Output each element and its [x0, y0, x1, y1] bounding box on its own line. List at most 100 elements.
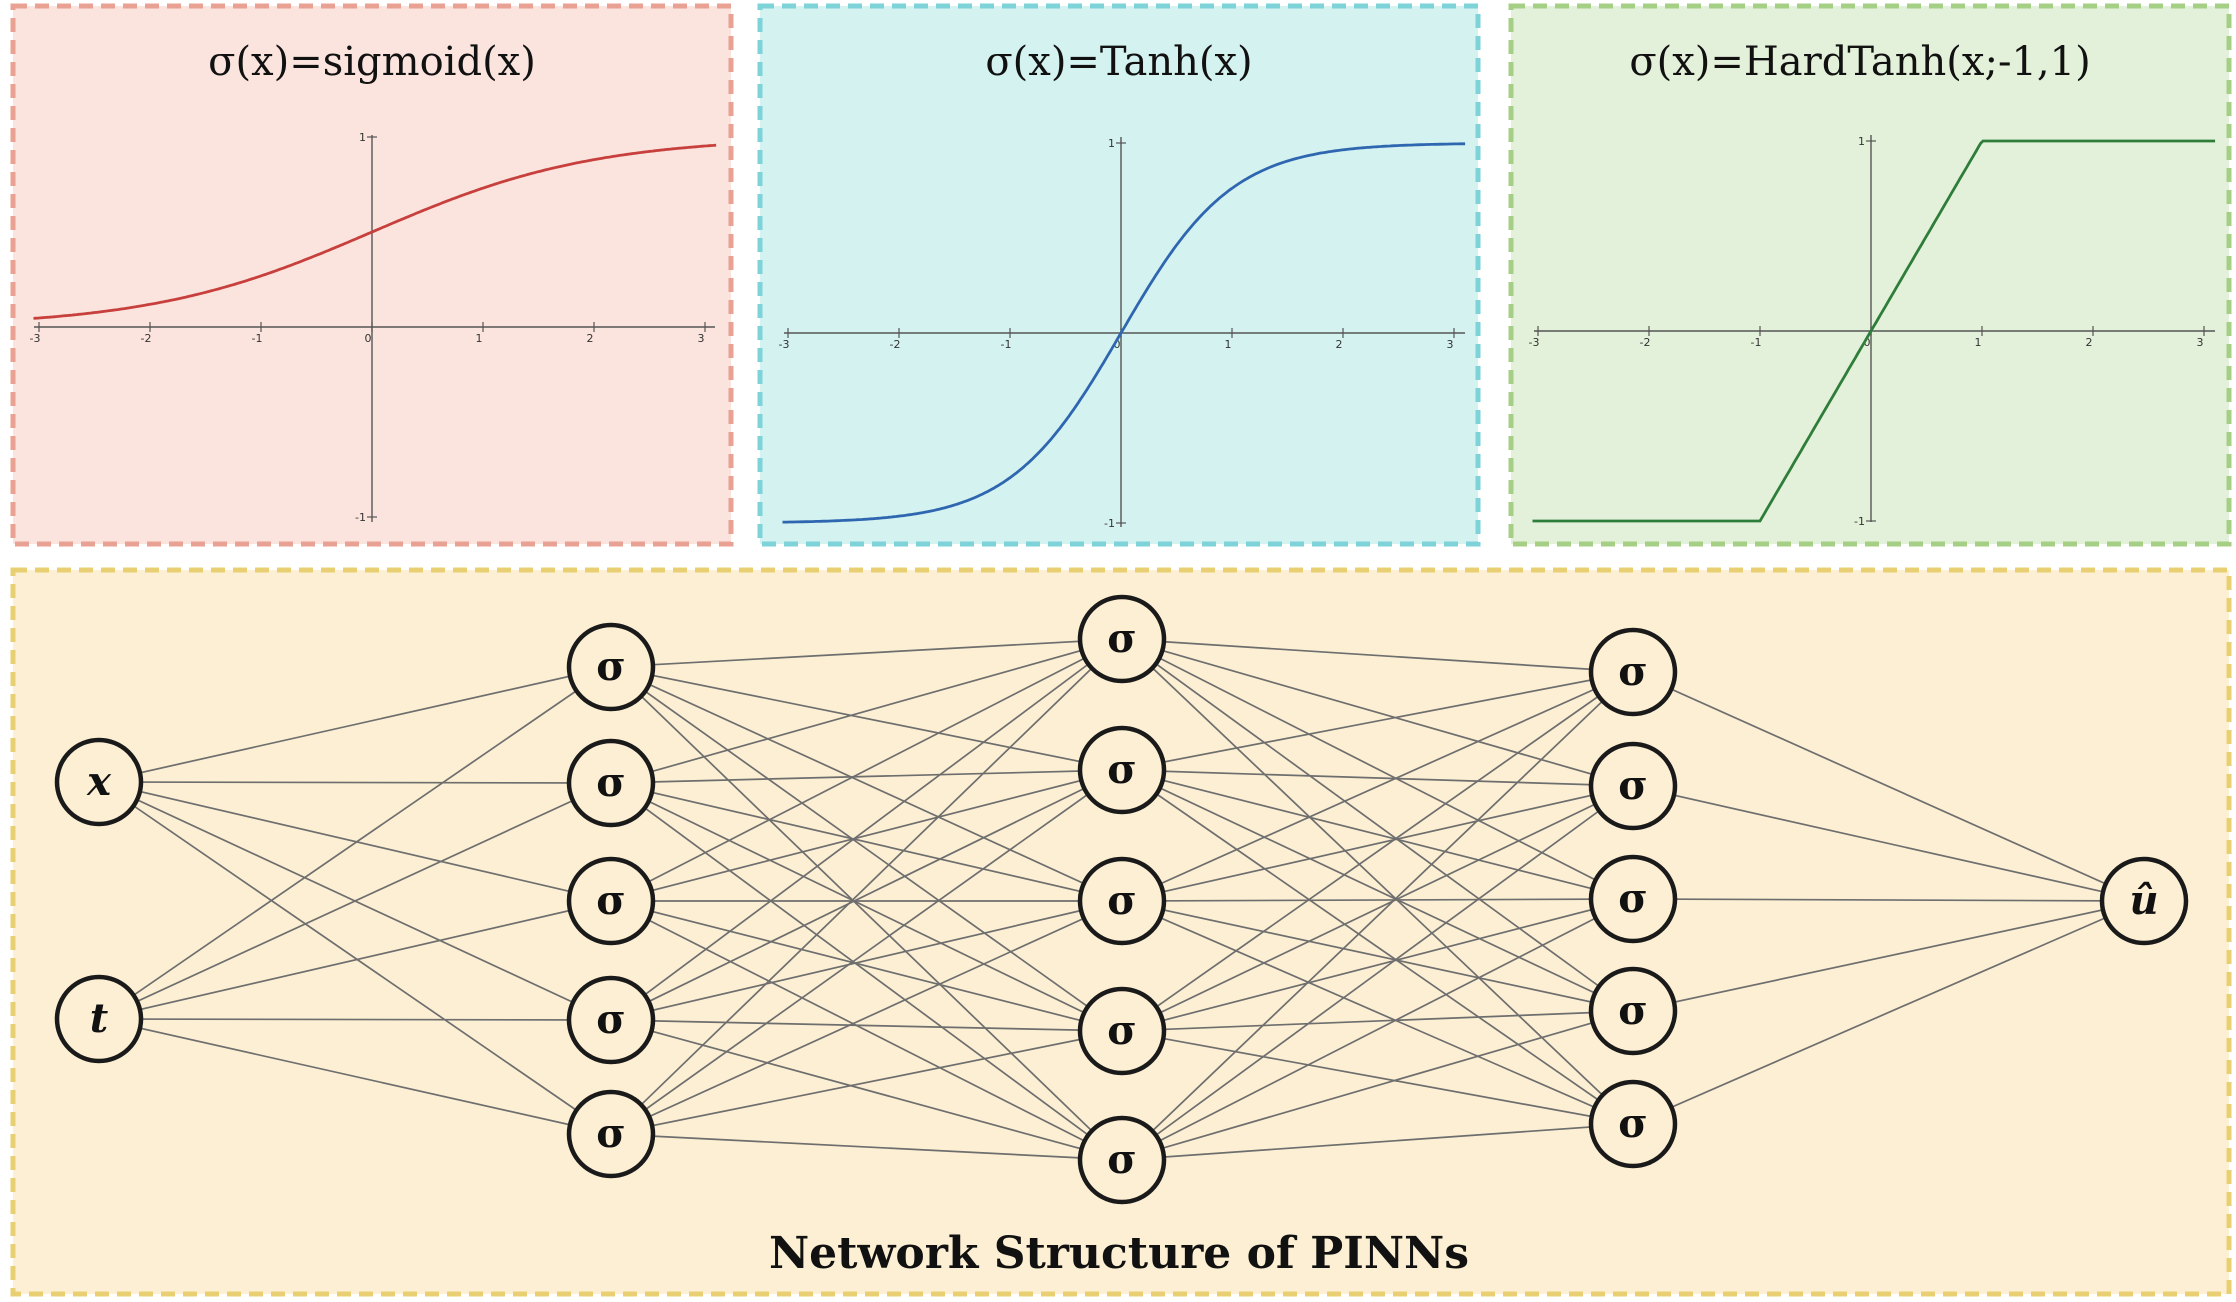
network-edge — [610, 900, 1123, 1135]
x-tick-label: -2 — [1640, 336, 1651, 349]
node-label: σ — [1107, 877, 1137, 924]
x-tick-label: 2 — [587, 332, 594, 345]
network-edge — [610, 666, 1123, 902]
node-label: σ — [1618, 875, 1648, 922]
network-edge — [98, 781, 612, 784]
network-edge — [1121, 671, 1634, 771]
node-circle — [566, 1089, 656, 1179]
y-tick-label-bottom: -1 — [1854, 515, 1865, 528]
node-circle — [1588, 966, 1678, 1056]
x-tick-label: -1 — [252, 332, 263, 345]
x-tick-label: 3 — [2197, 336, 2204, 349]
hidden-node: σ — [566, 856, 656, 946]
node-circle — [1588, 1079, 1678, 1169]
hidden-node: σ — [1077, 725, 1167, 815]
network-edge — [1121, 638, 1634, 1125]
network-edge — [1121, 898, 1634, 902]
network-edge — [610, 782, 1123, 902]
network-edge — [610, 900, 1123, 1161]
hidden-node: σ — [566, 622, 656, 712]
hidden-node: σ — [566, 738, 656, 828]
hardtanh-panel-title: σ(x)=HardTanh(x;-1,1) — [1629, 39, 2090, 85]
node-circle — [1588, 854, 1678, 944]
hidden-node: σ — [1077, 986, 1167, 1076]
network-edge — [1121, 1010, 1634, 1161]
network-edge — [98, 781, 612, 902]
x-tick-label: 2 — [1336, 338, 1343, 351]
hidden-node: σ — [1077, 594, 1167, 684]
x-tick-label: 2 — [2086, 336, 2093, 349]
network-edge — [1632, 900, 2145, 1125]
x-tick-label: 3 — [1447, 338, 1454, 351]
node-label: t — [90, 995, 109, 1042]
x-tick-label: -3 — [1529, 336, 1540, 349]
input-node: x — [54, 737, 144, 827]
node-circle — [566, 856, 656, 946]
node-label: σ — [596, 759, 626, 806]
node-label: σ — [596, 643, 626, 690]
network-edge — [610, 666, 1123, 1161]
node-label: σ — [596, 877, 626, 924]
node-circle — [54, 974, 144, 1064]
network-edge — [610, 666, 1123, 771]
network-edge — [98, 781, 612, 1135]
network-edge — [1121, 785, 1634, 902]
node-circle — [1077, 856, 1167, 946]
node-label: û — [2129, 877, 2158, 924]
hidden-node: σ — [1077, 1115, 1167, 1205]
node-label: σ — [1107, 746, 1137, 793]
node-circle — [1077, 986, 1167, 1076]
hardtanh-panel-frame — [1508, 3, 2232, 547]
network-edge — [1121, 671, 1634, 902]
x-tick-label: -2 — [890, 338, 901, 351]
hidden-node: σ — [1588, 1079, 1678, 1169]
network-edge — [610, 1030, 1123, 1135]
network-edge — [1632, 785, 2145, 902]
hidden-node: σ — [1588, 627, 1678, 717]
network-edge — [1632, 898, 2145, 902]
network-edge — [1121, 898, 1634, 1032]
network-edge — [1121, 900, 1634, 1012]
node-circle — [1077, 725, 1167, 815]
hidden-node: σ — [1077, 856, 1167, 946]
node-label: σ — [1618, 1100, 1648, 1147]
network-edge — [1121, 638, 1634, 787]
network-edge — [1121, 769, 1634, 1125]
network-edge — [1121, 785, 1634, 1032]
x-tick-label: 0 — [1114, 338, 1121, 351]
sigmoid-curve — [33, 143, 717, 320]
x-tick-label: -3 — [30, 332, 41, 345]
node-circle — [1077, 594, 1167, 684]
network-edge — [1121, 900, 1634, 1125]
input-node: t — [54, 974, 144, 1064]
node-circle — [566, 738, 656, 828]
network-edge — [610, 1019, 1123, 1161]
network-edge — [610, 769, 1123, 1135]
node-label: σ — [1618, 987, 1648, 1034]
y-tick-label-top: 1 — [1108, 137, 1115, 150]
hardtanh-curve — [1532, 139, 2216, 523]
network-edge — [1632, 900, 2145, 1012]
node-circle — [566, 622, 656, 712]
network-edge — [1121, 638, 1634, 1012]
network-edge — [1121, 769, 1634, 787]
network-edge — [610, 769, 1123, 1021]
node-label: σ — [1107, 1007, 1137, 1054]
node-circle — [2099, 856, 2189, 946]
node-label: σ — [1618, 648, 1648, 695]
network-edge — [610, 638, 1123, 1135]
network-edge — [1632, 671, 2145, 902]
hidden-node: σ — [1588, 966, 1678, 1056]
node-circle — [1588, 627, 1678, 717]
network-edge — [98, 666, 612, 1020]
hidden-node: σ — [566, 1089, 656, 1179]
node-circle — [1588, 741, 1678, 831]
x-tick-label: -1 — [1751, 336, 1762, 349]
network-edge — [1121, 898, 1634, 1161]
network-edge — [1121, 769, 1634, 1012]
network-title: Network Structure of PINNs — [769, 1228, 1469, 1279]
network-edge — [98, 666, 612, 783]
